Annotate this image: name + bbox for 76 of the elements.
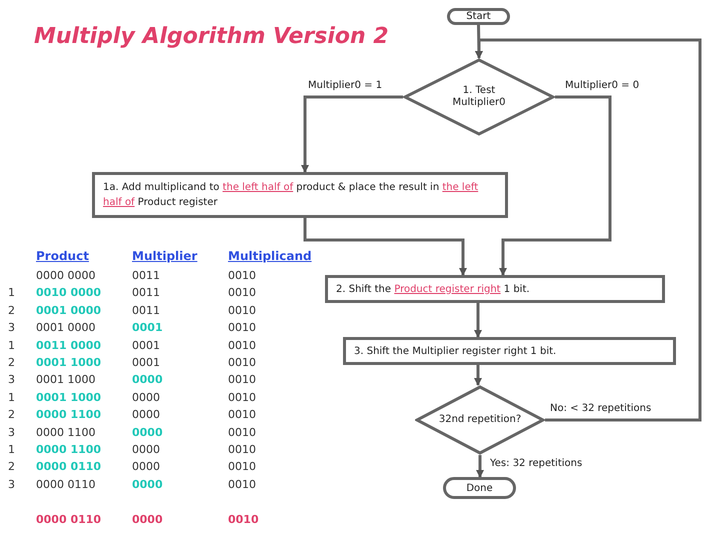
table-value: 0001 0000 bbox=[36, 304, 102, 316]
arrow bbox=[499, 96, 612, 276]
arrow bbox=[475, 38, 702, 422]
table-value: 0011 bbox=[132, 270, 160, 281]
result-value: 0010 bbox=[228, 514, 259, 525]
step-number: 3 bbox=[8, 322, 15, 334]
step-number: 3 bbox=[8, 374, 15, 386]
table-value: 0010 bbox=[228, 340, 256, 351]
table-value: 0010 bbox=[228, 270, 256, 281]
terminal-pill: Start bbox=[447, 8, 510, 25]
table-value: 0001 bbox=[132, 340, 160, 351]
table-value: 0011 0000 bbox=[36, 340, 102, 351]
column-header: Multiplicand bbox=[228, 250, 312, 262]
process-box: 3. Shift the Multiplier register right 1 bit. bbox=[343, 337, 676, 365]
table-value: 0010 bbox=[228, 392, 256, 403]
terminal-pill: Done bbox=[443, 477, 516, 499]
table-value: 0000 bbox=[132, 392, 160, 403]
arrow bbox=[474, 365, 482, 386]
table-value: 0000 0110 bbox=[36, 478, 96, 490]
decision-diamond: 32nd repetition? bbox=[415, 385, 545, 455]
column-header: Product bbox=[36, 250, 89, 262]
table-value: 0001 bbox=[132, 357, 160, 368]
step-number: 3 bbox=[8, 478, 15, 490]
table-value: 0010 0000 bbox=[36, 287, 102, 298]
table-value: 0010 bbox=[228, 409, 256, 420]
table-value: 0010 bbox=[228, 426, 256, 438]
step-number: 2 bbox=[8, 357, 15, 368]
table-value: 0000 bbox=[132, 478, 163, 490]
arrow bbox=[474, 303, 482, 338]
table-value: 0010 bbox=[228, 287, 256, 298]
table-value: 0000 bbox=[132, 444, 160, 455]
table-value: 0010 bbox=[228, 478, 256, 490]
step-number: 1 bbox=[8, 340, 15, 351]
step-number: 3 bbox=[8, 426, 15, 438]
table-value: 0001 1000 bbox=[36, 392, 102, 403]
edge-label: Multiplier0 = 0 bbox=[563, 78, 642, 93]
column-header: Multiplier bbox=[132, 250, 198, 262]
title: Multiply Algorithm Version 2 bbox=[34, 23, 389, 51]
step-number: 1 bbox=[8, 444, 15, 455]
table-value: 0001 1000 bbox=[36, 357, 102, 368]
edge-label: Multiplier0 = 1 bbox=[306, 78, 384, 93]
table-value: 0000 bbox=[132, 461, 160, 472]
step-number: 1 bbox=[8, 392, 15, 403]
table-value: 0011 bbox=[132, 287, 160, 298]
table-value: 0000 0110 bbox=[36, 461, 102, 472]
result-value: 0000 0110 bbox=[36, 514, 102, 525]
edge-label: Yes: 32 repetitions bbox=[488, 456, 584, 471]
table-value: 0001 0000 bbox=[36, 322, 96, 334]
step-number: 2 bbox=[8, 409, 15, 420]
result-value: 0000 bbox=[132, 514, 163, 525]
arrow bbox=[301, 96, 403, 173]
edge-label: No: < 32 repetitions bbox=[548, 401, 654, 416]
process-box: 1a. Add multiplicand to the left half of product & place the result in the left half of Product register bbox=[92, 172, 508, 218]
table-value: 0010 bbox=[228, 322, 256, 334]
step-number: 1 bbox=[8, 287, 15, 298]
table-value: 0010 bbox=[228, 374, 256, 386]
process-box: 2. Shift the Product register right 1 bit. bbox=[325, 275, 665, 303]
table-value: 0000 1100 bbox=[36, 409, 102, 420]
table-value: 0001 1000 bbox=[36, 374, 96, 386]
table-value: 0010 bbox=[228, 461, 256, 472]
arrow bbox=[304, 218, 467, 276]
table-value: 0010 bbox=[228, 357, 256, 368]
table-value: 0000 bbox=[132, 409, 160, 420]
table-value: 0000 bbox=[132, 426, 163, 438]
table-value: 0001 bbox=[132, 322, 163, 334]
decision-diamond: 1. Test Multiplier0 bbox=[403, 58, 555, 136]
table-value: 0000 1100 bbox=[36, 444, 102, 455]
table-value: 0000 1100 bbox=[36, 426, 96, 438]
arrow bbox=[476, 455, 484, 478]
table-value: 0010 bbox=[228, 444, 256, 455]
table-value: 0000 0000 bbox=[36, 270, 96, 281]
table-value: 0000 bbox=[132, 374, 163, 386]
table-value: 0010 bbox=[228, 304, 256, 316]
step-number: 2 bbox=[8, 304, 15, 316]
table-value: 0011 bbox=[132, 304, 160, 316]
step-number: 2 bbox=[8, 461, 15, 472]
